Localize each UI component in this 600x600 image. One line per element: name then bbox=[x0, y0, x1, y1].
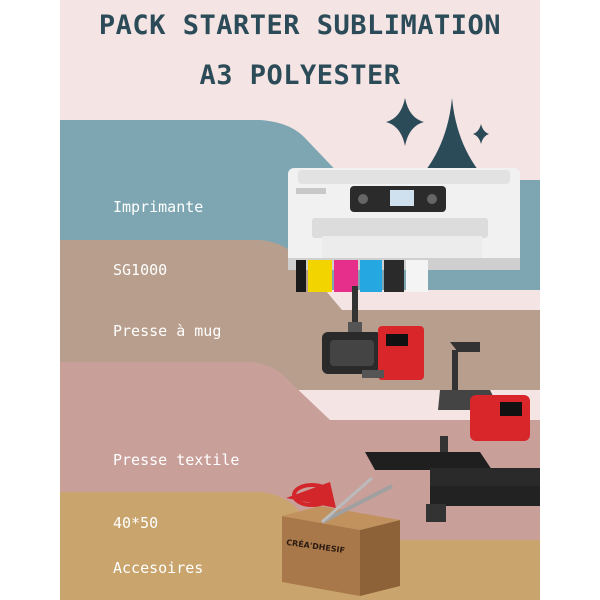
title-line-2: A3 POLYESTER bbox=[199, 60, 401, 91]
item-label-mug-press: Presse à mug bbox=[113, 279, 221, 384]
sparkle-icon bbox=[386, 98, 489, 170]
accessory-box-icon bbox=[282, 476, 400, 596]
printer-icon bbox=[288, 168, 520, 292]
item-label-line1: Accesoires bbox=[113, 559, 204, 577]
title-line-1: PACK STARTER SUBLIMATION bbox=[98, 10, 502, 41]
item-label-line2: 40*50 bbox=[113, 514, 159, 532]
mug-press-icon bbox=[322, 286, 424, 380]
poster: PACK STARTER SUBLIMATION A3 POLYESTER Im… bbox=[60, 0, 540, 600]
item-label-line1: Presse à mug bbox=[113, 322, 222, 340]
heat-press-icon bbox=[365, 342, 540, 522]
item-label-printer: Imprimante SG1000 bbox=[113, 155, 203, 323]
item-label-line1: Imprimante bbox=[113, 198, 204, 216]
item-label-accessories: Accesoires bbox=[113, 516, 203, 600]
poster-graphics bbox=[60, 98, 540, 600]
item-label-line2: SG1000 bbox=[113, 261, 168, 279]
item-label-line1: Presse textile bbox=[113, 451, 240, 469]
item-label-textile-press: Presse textile 40*50 bbox=[113, 408, 239, 576]
